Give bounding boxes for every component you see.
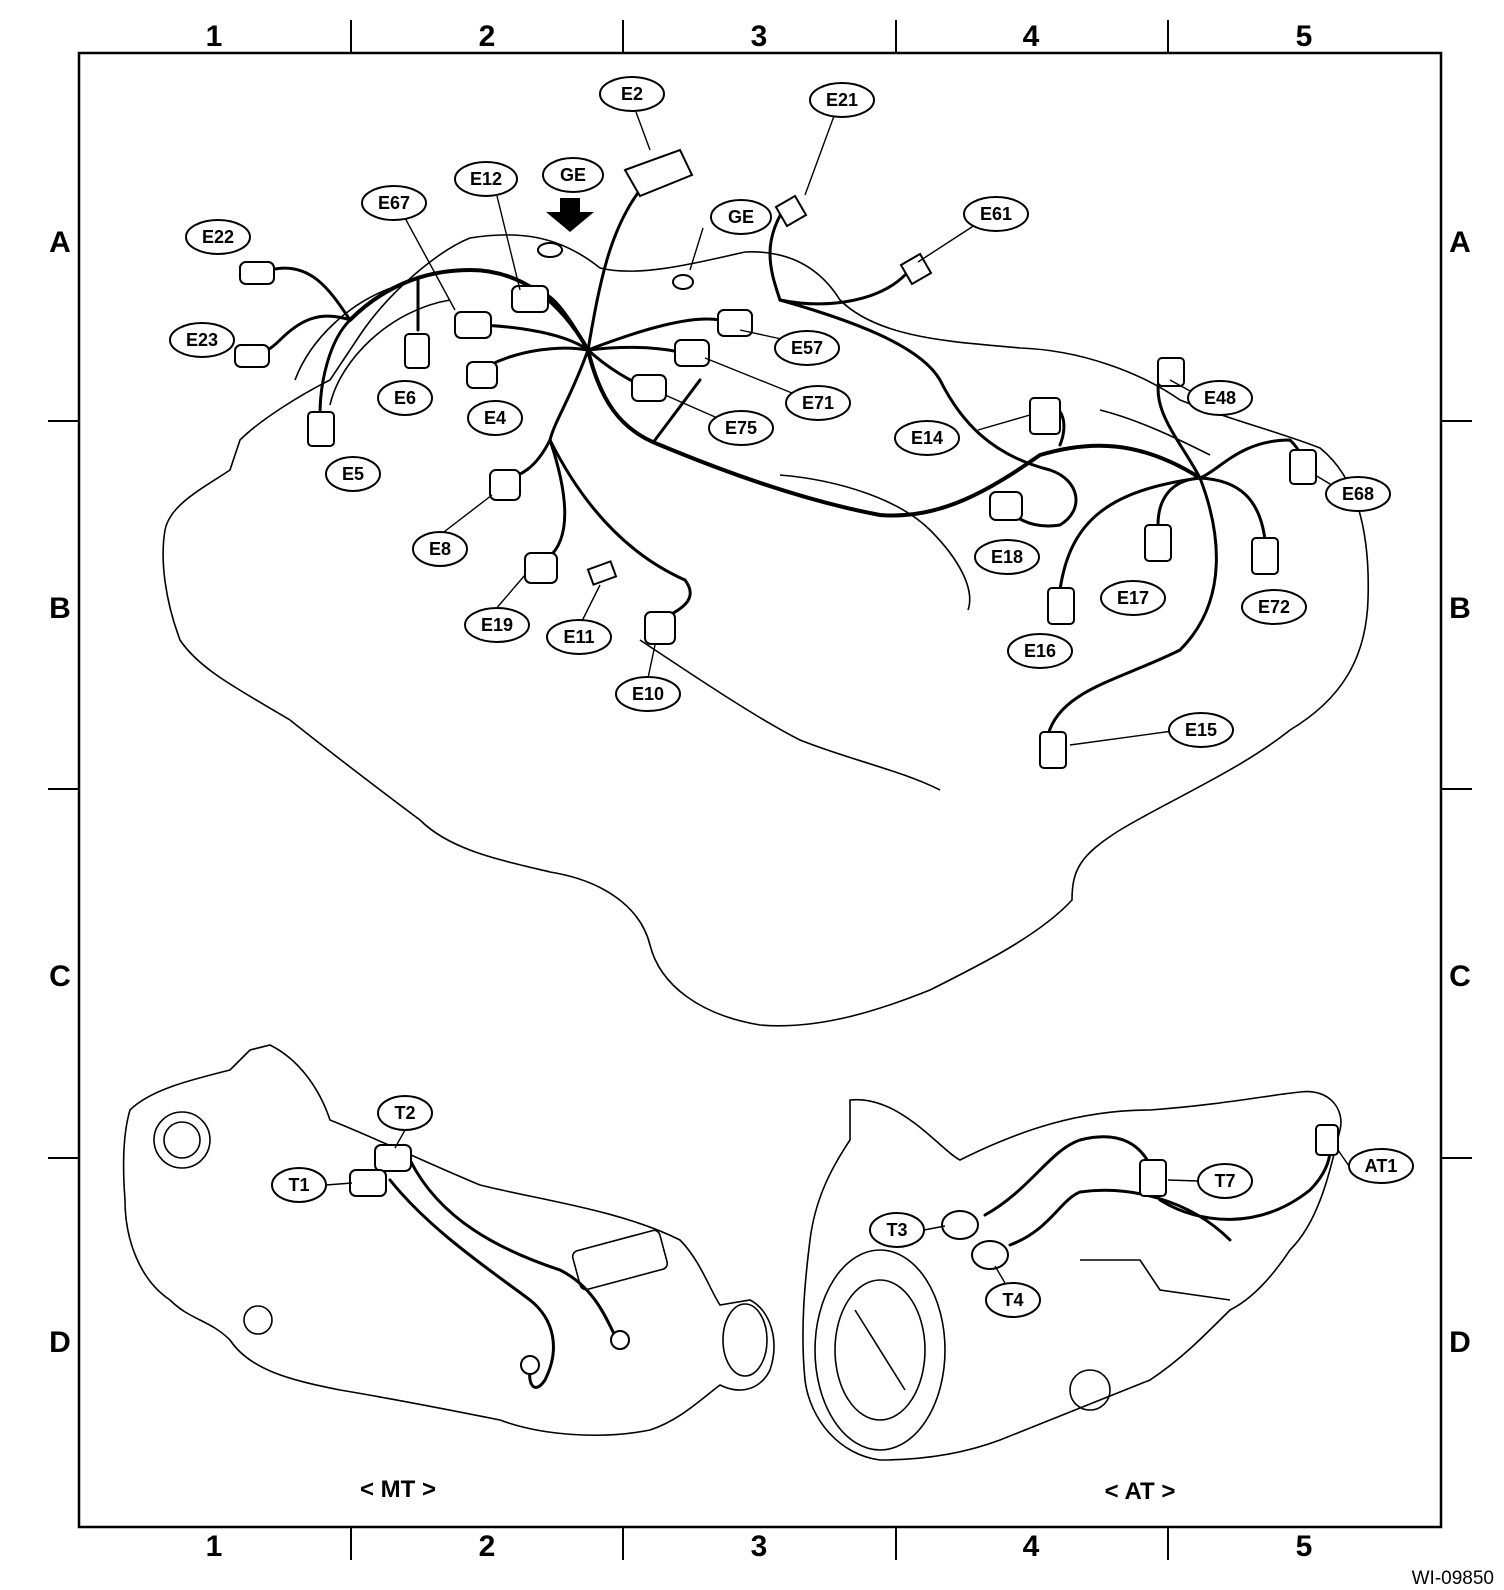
callout-labels: E2 E21 GE E12 GE E67 E61 E22 E23 E57 E6 … bbox=[186, 84, 1397, 1310]
connector-at1: AT1 bbox=[1365, 1156, 1398, 1176]
col-label-top-5: 5 bbox=[1296, 20, 1313, 53]
connector-e6: E6 bbox=[394, 388, 416, 408]
mt-harness bbox=[325, 1129, 630, 1389]
connector-e57: E57 bbox=[791, 338, 823, 358]
connector-t7: T7 bbox=[1214, 1171, 1235, 1191]
grid-ticks bbox=[48, 20, 1472, 1560]
connector-e15: E15 bbox=[1185, 720, 1217, 740]
connector-e67: E67 bbox=[378, 193, 410, 213]
connector-e2: E2 bbox=[621, 84, 643, 104]
mt-transmission-outline bbox=[122, 1044, 775, 1436]
connector-e72: E72 bbox=[1258, 597, 1290, 617]
callout-leaders bbox=[404, 111, 1341, 746]
connector-t3: T3 bbox=[886, 1220, 907, 1240]
connector-e14: E14 bbox=[911, 428, 943, 448]
connector-e68: E68 bbox=[1342, 484, 1374, 504]
col-label-bottom-5: 5 bbox=[1296, 1530, 1313, 1563]
connector-e12: E12 bbox=[470, 169, 502, 189]
row-label-right-a: A bbox=[1449, 226, 1471, 259]
callout-bubbles bbox=[169, 76, 1414, 1318]
connector-e18: E18 bbox=[991, 547, 1023, 567]
col-label-top-1: 1 bbox=[206, 20, 223, 53]
col-label-bottom-1: 1 bbox=[206, 1530, 223, 1563]
mt-caption: < MT > bbox=[360, 1476, 436, 1503]
figure-reference: WI-09850 bbox=[1412, 1568, 1494, 1589]
connector-e23: E23 bbox=[186, 330, 218, 350]
connector-t4: T4 bbox=[1002, 1290, 1023, 1310]
at-transmission-outline bbox=[802, 1090, 1342, 1461]
connector-e4: E4 bbox=[484, 408, 506, 428]
connector-e19: E19 bbox=[481, 615, 513, 635]
connector-e75: E75 bbox=[725, 418, 757, 438]
connector-ge-top: GE bbox=[560, 165, 586, 185]
connector-t1: T1 bbox=[288, 1175, 309, 1195]
col-label-bottom-3: 3 bbox=[751, 1530, 768, 1563]
row-label-left-a: A bbox=[49, 226, 71, 259]
row-label-left-d: D bbox=[49, 1326, 71, 1359]
connector-e11: E11 bbox=[563, 627, 594, 647]
row-label-right-c: C bbox=[1449, 960, 1471, 993]
connector-e16: E16 bbox=[1024, 641, 1056, 661]
col-label-bottom-2: 2 bbox=[479, 1530, 496, 1563]
col-label-top-4: 4 bbox=[1023, 20, 1040, 53]
col-label-top-2: 2 bbox=[479, 20, 496, 53]
engine-connectors bbox=[234, 148, 1317, 769]
engine-outline bbox=[162, 234, 1370, 1027]
connector-e22: E22 bbox=[202, 227, 234, 247]
connector-e21: E21 bbox=[826, 90, 858, 110]
col-label-bottom-4: 4 bbox=[1023, 1530, 1040, 1563]
connector-e17: E17 bbox=[1117, 588, 1149, 608]
at-caption: < AT > bbox=[1105, 1478, 1176, 1505]
row-label-right-b: B bbox=[1449, 592, 1471, 625]
col-label-top-3: 3 bbox=[751, 20, 768, 53]
row-label-right-d: D bbox=[1449, 1326, 1471, 1359]
engine-harness bbox=[253, 188, 1304, 737]
row-label-left-b: B bbox=[49, 592, 71, 625]
connector-e48: E48 bbox=[1204, 388, 1236, 408]
connector-e10: E10 bbox=[632, 684, 664, 704]
connector-e5: E5 bbox=[342, 464, 364, 484]
row-label-left-c: C bbox=[49, 960, 71, 993]
connector-e71: E71 bbox=[802, 393, 834, 413]
connector-t2: T2 bbox=[394, 1103, 415, 1123]
at-harness bbox=[923, 1124, 1350, 1284]
connector-ge-right: GE bbox=[728, 207, 754, 227]
connector-e61: E61 bbox=[980, 204, 1012, 224]
connector-e8: E8 bbox=[429, 539, 451, 559]
